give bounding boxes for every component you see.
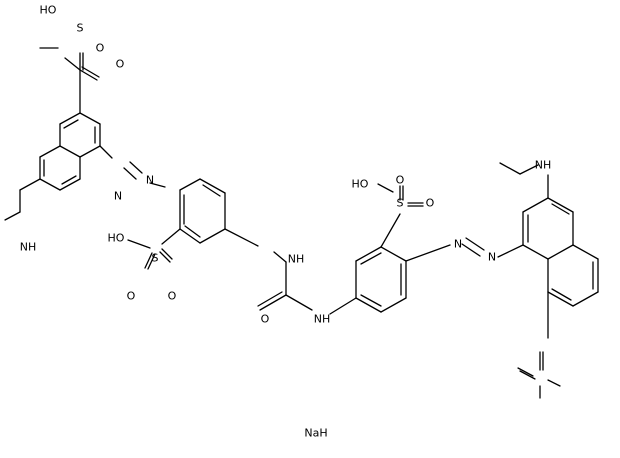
left-azo-n2-label: N xyxy=(146,174,154,187)
left-top-o2-label: O xyxy=(116,58,125,71)
right-phenyl-ring xyxy=(355,246,407,313)
right-phenyl-o1-label: O xyxy=(396,174,405,187)
left-phenyl-o2-label: O xyxy=(168,290,177,303)
left-azo-n1-label: N xyxy=(114,190,122,203)
urea-nh-lower-label: NH xyxy=(314,313,331,326)
left-phenyl-oh-label: HO xyxy=(108,232,125,245)
right-phenyl-sulfonic-group xyxy=(377,183,424,248)
left-azo-bond xyxy=(99,145,166,188)
urea-carbonyl-o-label: O xyxy=(261,313,270,326)
left-phenyl-ring xyxy=(179,178,226,244)
left-top-sulfonic-group xyxy=(39,47,100,81)
right-phenyl-s-label: S xyxy=(397,197,404,210)
counterion-label: NaH xyxy=(304,427,327,440)
left-top-oh-label: HO xyxy=(40,4,57,17)
left-methylamino-group xyxy=(4,178,41,221)
urea-linker xyxy=(224,228,357,315)
right-azo-bond xyxy=(405,237,524,262)
right-azo-n2-label: N xyxy=(488,251,496,264)
right-phenyl-o2-label: O xyxy=(426,197,435,210)
urea-nh-upper-label: NH xyxy=(288,253,305,266)
left-phenyl-s-label: S xyxy=(152,252,159,265)
left-top-s-label: S xyxy=(77,22,84,35)
right-bottom-sulfonic-group xyxy=(517,351,561,399)
left-phenyl-sulfonic-group xyxy=(127,228,181,270)
left-top-o1-label: O xyxy=(96,42,105,55)
left-nh-label: NH xyxy=(20,241,37,254)
right-azo-n1-label: N xyxy=(454,238,462,251)
left-naphthalene-ring xyxy=(39,69,101,191)
right-phenyl-oh-label: HO xyxy=(352,178,369,191)
left-phenyl-o1-label: O xyxy=(127,290,136,303)
right-naphthalene-ring xyxy=(499,162,599,339)
right-nh-label: NH xyxy=(535,159,552,172)
